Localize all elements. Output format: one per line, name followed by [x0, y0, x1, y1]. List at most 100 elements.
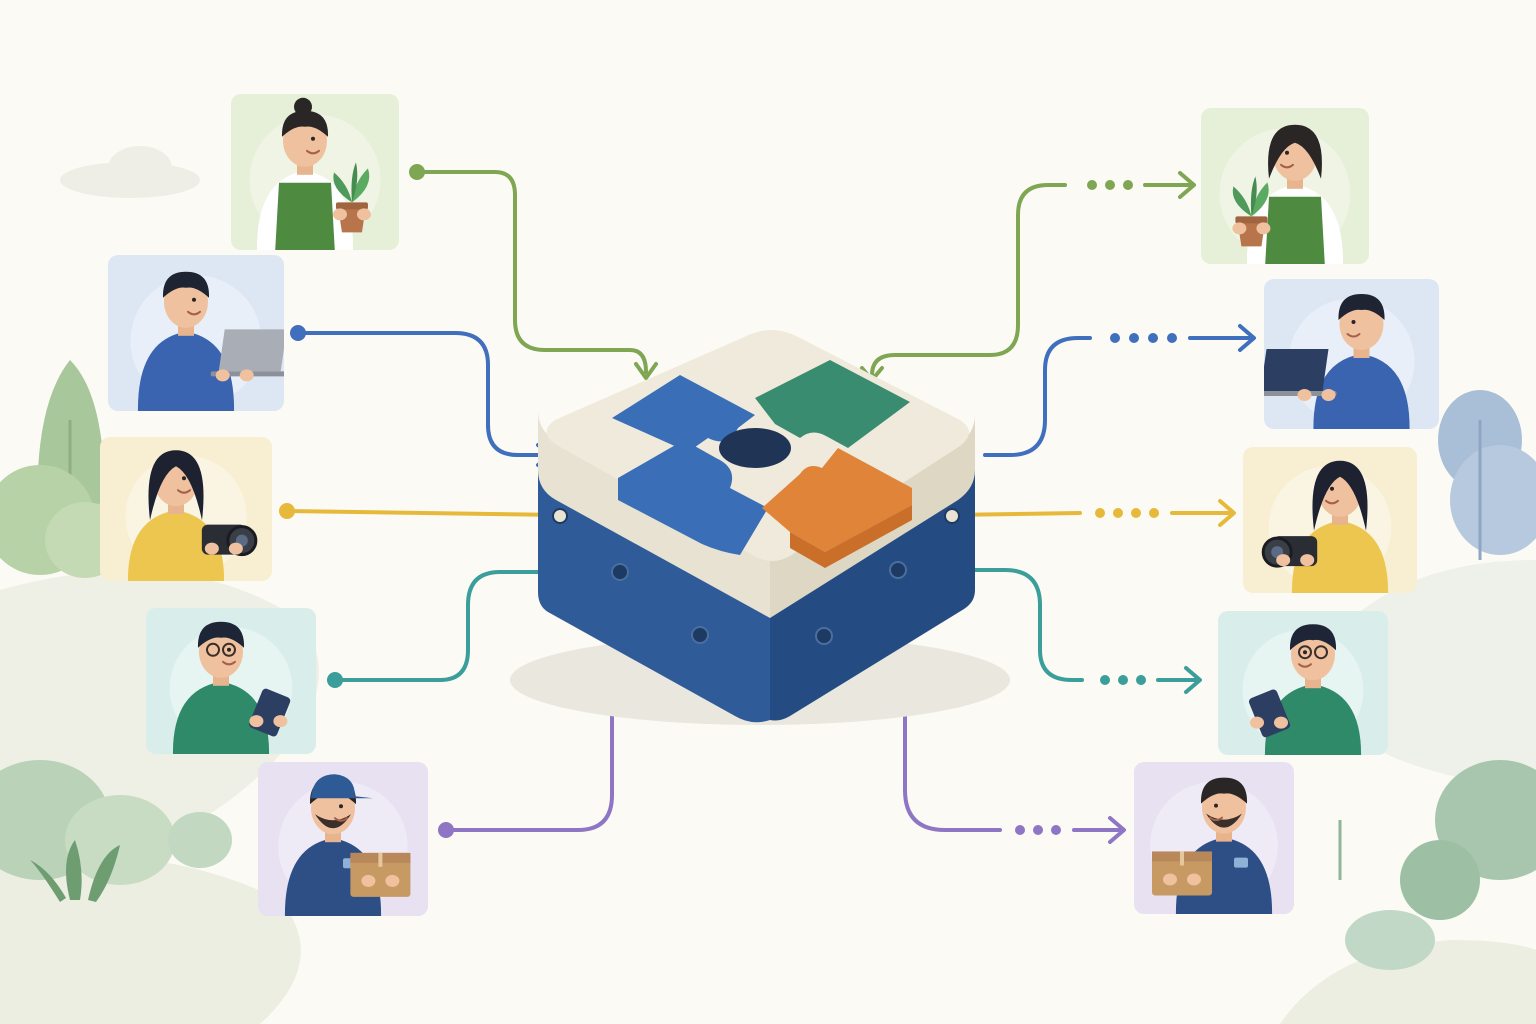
hub-base-right: [770, 470, 975, 721]
glasses-lens: [1314, 645, 1328, 660]
person-hand: [1276, 554, 1291, 567]
bush: [1400, 840, 1480, 920]
connector-photographer-in: [279, 503, 564, 519]
person-hair: [281, 110, 329, 137]
plant-pot-rim: [1235, 216, 1268, 224]
person-eye: [182, 476, 186, 481]
person-card-photographer-input: [100, 437, 272, 581]
plant-leaf: [351, 162, 358, 203]
person-body: [127, 510, 225, 581]
dot: [1149, 508, 1159, 518]
person-hand: [1321, 389, 1336, 401]
connector-photographer-out: [948, 499, 1236, 527]
person-cards: [100, 94, 1439, 916]
plant-leaf: [1232, 186, 1252, 217]
cap: [311, 774, 373, 799]
dot: [1015, 825, 1025, 835]
tree-foliage: [1450, 445, 1536, 555]
central-hub: [510, 330, 1010, 725]
person-hand: [1297, 389, 1312, 401]
person-body: [137, 331, 235, 411]
person-hand: [356, 208, 371, 221]
person-eye: [192, 297, 196, 302]
person-hair: [162, 271, 210, 298]
connector-line: [285, 509, 564, 517]
person-mouth: [1209, 816, 1223, 822]
person-card-developer-output: [1264, 279, 1439, 429]
person-hand: [1274, 716, 1288, 729]
beard: [1206, 813, 1242, 828]
laptop-screen: [218, 329, 284, 372]
person-mouth: [1280, 163, 1294, 169]
connector-line: [415, 170, 648, 374]
dot: [1051, 825, 1061, 835]
bushes-bottom-left: [0, 760, 232, 902]
glasses-lens: [1298, 645, 1312, 660]
laptop-icon: [1264, 349, 1337, 396]
person-card-designer-output: [1218, 611, 1388, 755]
person-figure: [256, 97, 371, 250]
tree-right: [1438, 390, 1536, 560]
shirt-pocket: [1234, 857, 1248, 868]
connector-line: [296, 331, 550, 457]
person-eye: [339, 804, 343, 809]
cloud: [108, 146, 172, 190]
laptop-base: [1264, 391, 1337, 396]
person-eye: [1351, 320, 1356, 324]
dot: [1148, 333, 1158, 343]
person-eye: [1285, 150, 1289, 155]
connector-line: [983, 336, 1092, 457]
dot: [1105, 180, 1115, 190]
hub-base-left: [538, 470, 770, 723]
plant-leaf: [1251, 182, 1269, 217]
hub-port: [691, 626, 709, 644]
person-hair: [1312, 460, 1368, 531]
connector-gardener-in: [409, 164, 658, 380]
dot: [1033, 825, 1043, 835]
arrow-head-icon: [1218, 499, 1236, 527]
person-card-courier-output: [1134, 762, 1294, 914]
person-mouth: [177, 489, 191, 494]
apron: [275, 182, 335, 250]
person-eye: [1303, 650, 1307, 655]
person-figure: [1261, 460, 1389, 593]
person-eye: [227, 647, 231, 652]
person-hand: [204, 542, 219, 555]
bush: [65, 795, 175, 885]
person-body: [172, 681, 270, 754]
dot: [1087, 180, 1097, 190]
person-hand: [332, 208, 347, 221]
dot: [1110, 333, 1120, 343]
beard: [315, 814, 351, 829]
bush: [1345, 910, 1435, 970]
person-eye: [1214, 803, 1218, 808]
hill-bottom-left: [0, 855, 301, 1024]
person-hand: [1187, 873, 1201, 886]
person-figure: [1232, 124, 1344, 264]
glasses-lens: [206, 642, 220, 657]
hill-bottom-right: [1280, 940, 1536, 1024]
dot: [1100, 675, 1110, 685]
connector-start-dot: [279, 503, 295, 519]
person-hand: [1232, 222, 1247, 235]
person-figure: [1152, 777, 1273, 914]
connector-line: [898, 568, 1084, 682]
person-figure: [172, 621, 291, 754]
connector-start-dot: [327, 672, 343, 688]
connector-designer-out: [898, 568, 1202, 694]
puzzle-piece-blue-left: [618, 440, 768, 555]
plant-leaf: [1250, 176, 1257, 217]
dot: [1123, 180, 1133, 190]
person-mouth: [1298, 663, 1312, 668]
person-hair: [148, 450, 204, 521]
dot: [1131, 508, 1141, 518]
person-figure: [1264, 294, 1410, 429]
connector-start-dot: [290, 325, 306, 341]
person-hair: [197, 621, 245, 648]
connector-line: [870, 183, 1067, 377]
connector-gardener-out: [860, 171, 1196, 382]
bush: [168, 812, 232, 868]
person-mouth: [187, 310, 201, 316]
connector-start-dot: [409, 164, 425, 180]
